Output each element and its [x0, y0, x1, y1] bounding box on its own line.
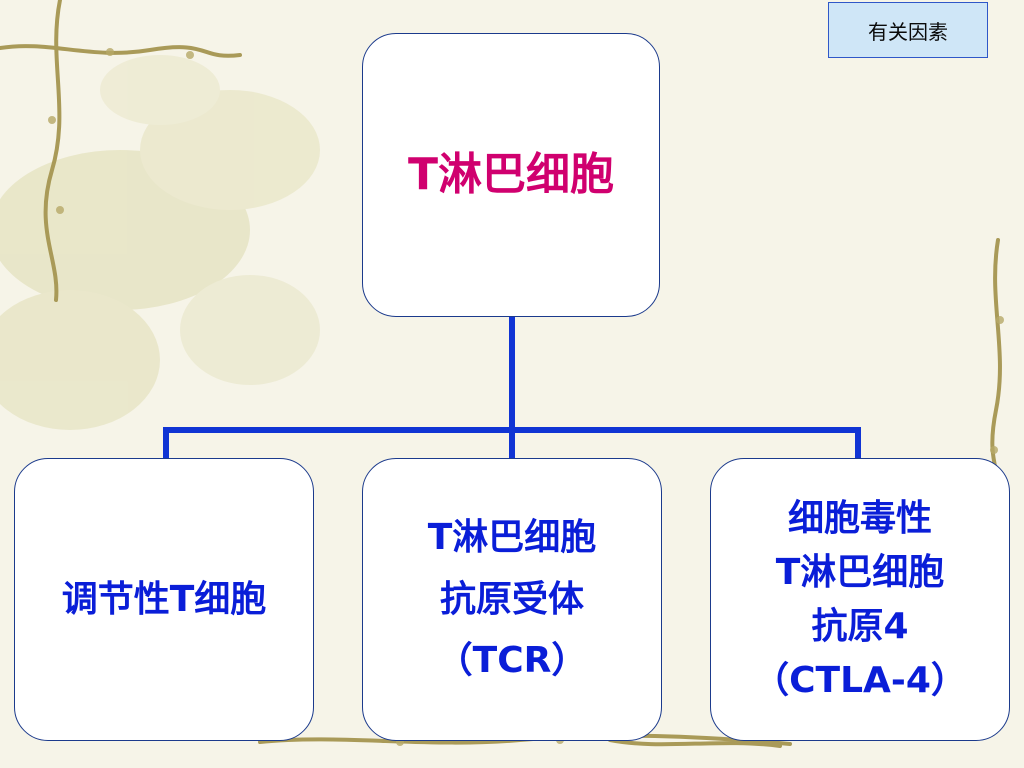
child-node-label: （CTLA-4） [753, 659, 967, 701]
child-node-regulatory-t-cell: 调节性T细胞 [14, 458, 314, 741]
child-node-label: 调节性T细胞 [61, 578, 267, 620]
child-node-label: 抗原受体 [439, 578, 584, 620]
child-node-tcr: T淋巴细胞 抗原受体 （TCR） [362, 458, 662, 741]
category-tag-label: 有关因素 [868, 19, 948, 44]
child-node-label: 抗原4 [811, 605, 909, 647]
root-node: T淋巴细胞 [362, 33, 660, 317]
child-node-label: T淋巴细胞 [775, 551, 945, 593]
child-node-label: （TCR） [436, 640, 588, 682]
root-node-label: T淋巴细胞 [407, 149, 614, 201]
category-tag: 有关因素 [828, 2, 988, 58]
child-node-ctla4: 细胞毒性 T淋巴细胞 抗原4 （CTLA-4） [710, 458, 1010, 741]
child-node-label: T淋巴细胞 [427, 516, 597, 558]
child-node-label: 细胞毒性 [787, 497, 932, 539]
